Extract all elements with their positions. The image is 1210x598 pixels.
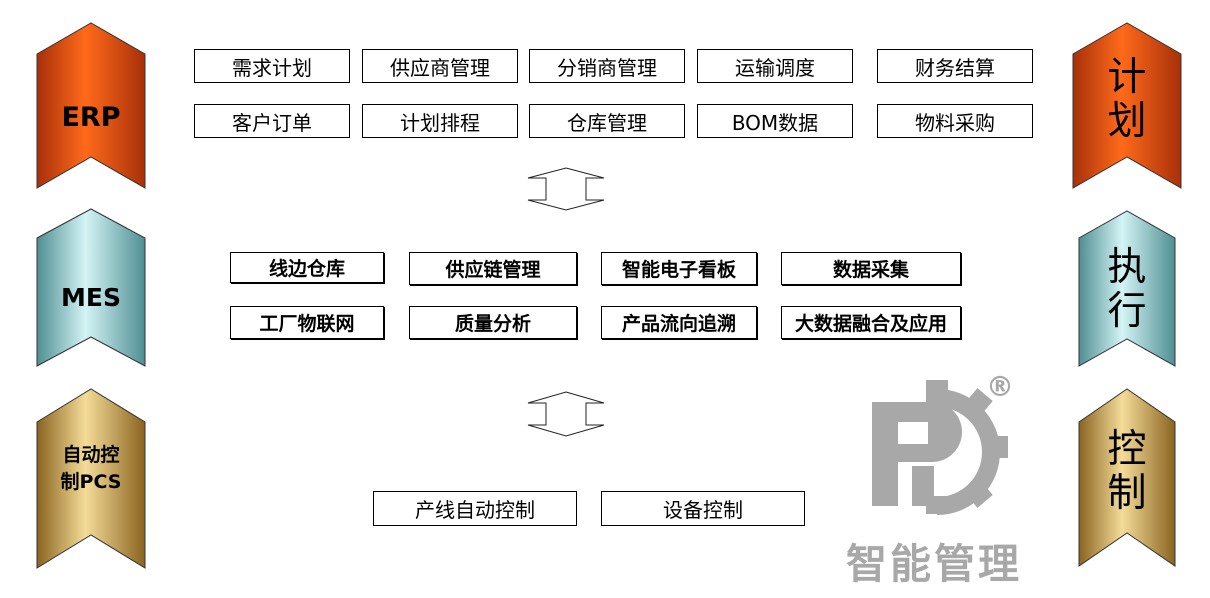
erp-module-distributor-mgmt: 分销商管理	[529, 49, 685, 83]
registered-mark: ®	[986, 370, 1014, 403]
mes-module-product-traceability: 产品流向追溯	[601, 306, 757, 339]
erp-module-customer-order: 客户订单	[194, 104, 350, 138]
plan-label-char-2: 划	[1107, 99, 1147, 144]
control-label: 控 制	[1078, 428, 1176, 516]
mes-chevron-shape	[36, 208, 146, 367]
mes-module-line-side-warehouse: 线边仓库	[230, 252, 384, 283]
pcs-module-equipment-control: 设备控制	[601, 491, 805, 526]
execute-label-char-1: 执	[1107, 245, 1147, 290]
erp-module-finance-settlement: 财务结算	[877, 49, 1033, 83]
execute-label-char-2: 行	[1107, 289, 1147, 334]
erp-module-material-purchase: 物料采购	[877, 104, 1033, 138]
erp-module-warehouse-mgmt: 仓库管理	[529, 104, 685, 138]
erp-module-bom-data: BOM数据	[697, 104, 853, 138]
plan-label-char-1: 计	[1107, 55, 1147, 100]
plan-chevron-shape	[1072, 22, 1182, 189]
pcs-module-line-automation: 产线自动控制	[373, 491, 577, 526]
plan-label: 计 划	[1072, 56, 1182, 144]
mes-module-supply-chain-mgmt: 供应链管理	[409, 252, 577, 285]
pcs-label-line-1: 自动控	[62, 444, 120, 466]
execute-label: 执 行	[1078, 246, 1176, 334]
pcs-label: 自动控 制PCS	[36, 442, 146, 496]
pcs-chevron-shape	[36, 388, 146, 569]
control-label-char-2: 制	[1107, 471, 1147, 516]
mes-label: MES	[61, 283, 121, 312]
erp-module-scheduling: 计划排程	[362, 104, 518, 138]
erp-module-supplier-mgmt: 供应商管理	[362, 49, 518, 83]
execute-chevron-shape	[1078, 210, 1176, 367]
mes-module-big-data-fusion: 大数据融合及应用	[781, 306, 961, 339]
double-arrow-icon	[527, 167, 605, 211]
erp-module-demand-plan: 需求计划	[194, 49, 350, 83]
control-label-char-1: 控	[1107, 427, 1147, 472]
mes-module-factory-iot: 工厂物联网	[230, 306, 384, 339]
plan-stage-chevron: 计 划	[1072, 22, 1182, 190]
control-stage-chevron: 控 制	[1078, 388, 1176, 568]
gear-logo-icon	[872, 380, 1008, 515]
erp-stage-chevron: ERP	[36, 22, 146, 190]
mes-stage-chevron: MES	[36, 208, 146, 368]
pcs-label-line-2: 制PCS	[60, 471, 122, 493]
erp-label: ERP	[61, 102, 121, 133]
mes-module-quality-analysis: 质量分析	[409, 306, 577, 339]
watermark-text: 智能管理	[846, 540, 1022, 588]
erp-chevron-shape	[36, 22, 146, 189]
double-arrow-icon	[527, 391, 605, 437]
mes-module-smart-kanban: 智能电子看板	[601, 252, 757, 285]
pcs-stage-chevron: 自动控 制PCS	[36, 388, 146, 570]
mes-module-data-collection: 数据采集	[781, 252, 961, 285]
erp-module-transport-dispatch: 运输调度	[697, 49, 853, 83]
execute-stage-chevron: 执 行	[1078, 210, 1176, 368]
control-chevron-shape	[1078, 388, 1176, 567]
